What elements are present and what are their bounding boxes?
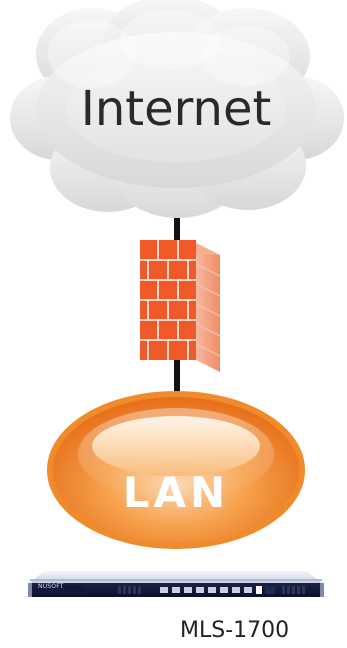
lan-label: LAN xyxy=(122,468,230,517)
lan-bubble xyxy=(47,391,305,549)
appliance-brand: NUSOFT xyxy=(38,583,64,590)
firewall-icon xyxy=(140,240,221,372)
mls-1700-appliance xyxy=(28,571,324,597)
device-model-label: MLS-1700 xyxy=(180,618,290,643)
internet-label: Internet xyxy=(80,81,272,137)
internet-cloud xyxy=(10,0,344,218)
